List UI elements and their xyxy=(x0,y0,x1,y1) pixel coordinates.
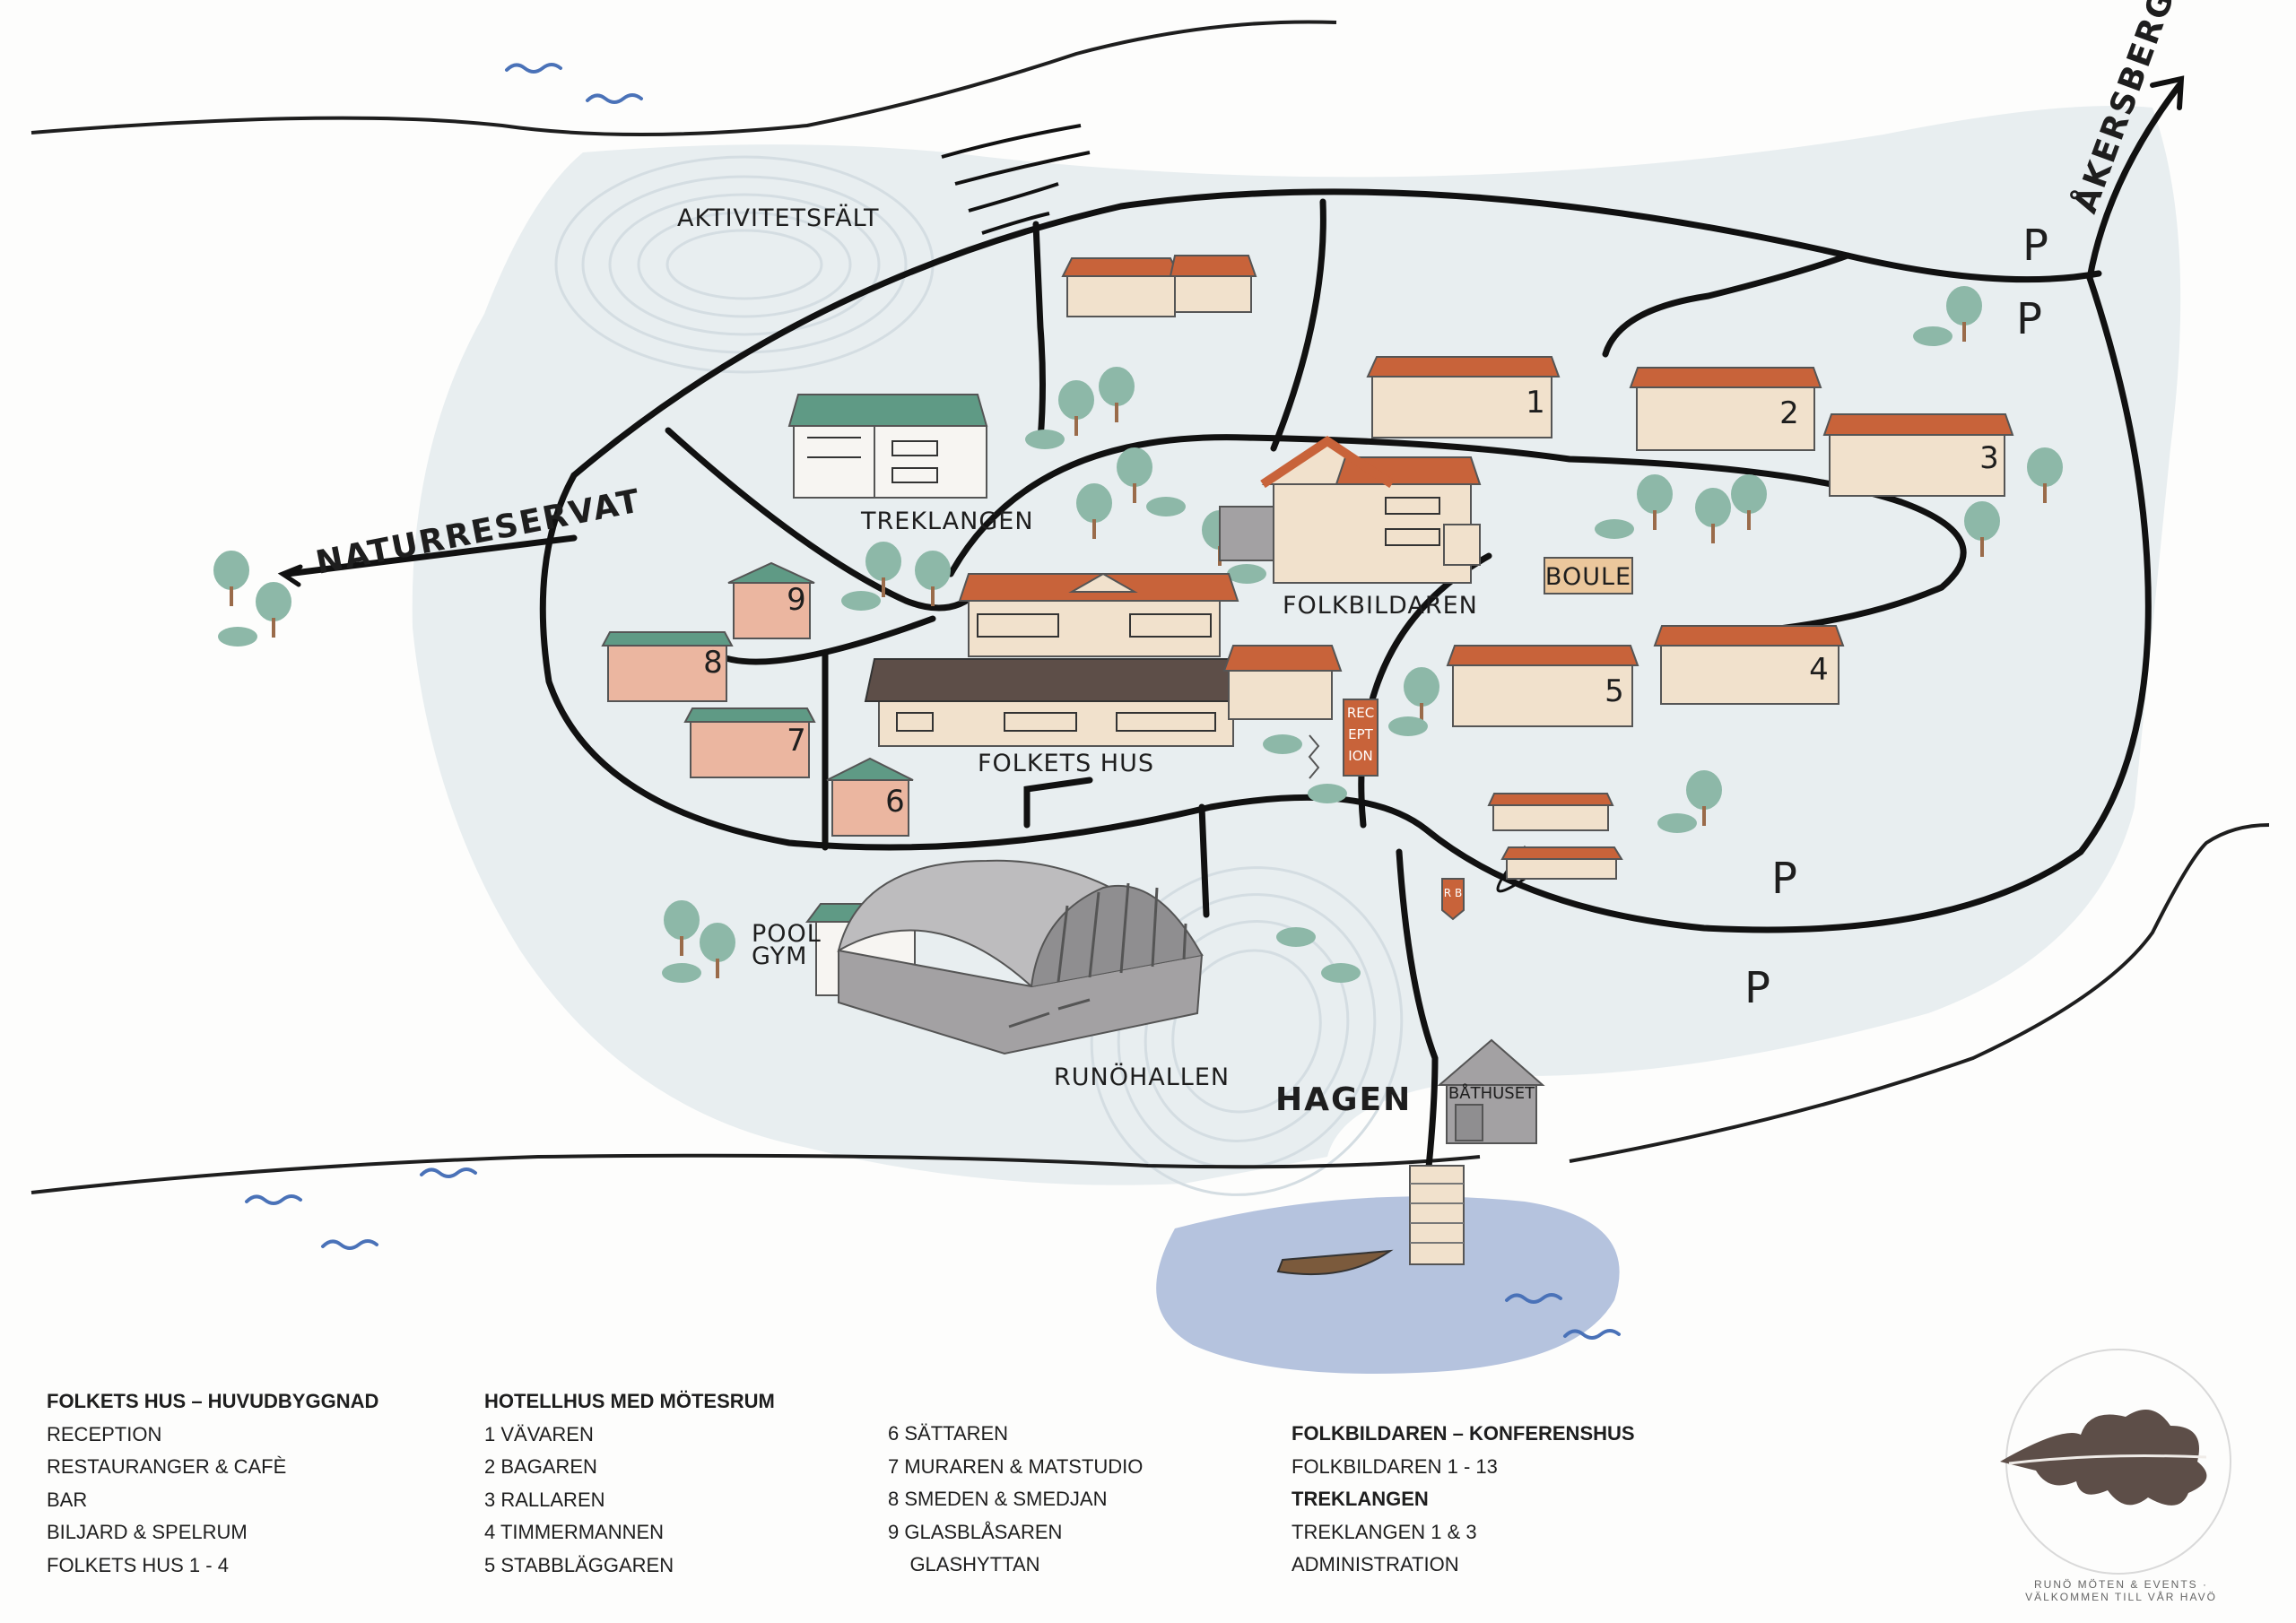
runohallen-building xyxy=(837,859,1205,1055)
hotel-house-3: 3 xyxy=(1822,413,2014,497)
legend-item: FOLKBILDAREN 1 - 13 xyxy=(1292,1454,1498,1478)
runohallen-label: RUNÖHALLEN xyxy=(1054,1063,1230,1091)
aktivitetsfalt-label: AKTIVITETSFÄLT xyxy=(677,204,880,232)
legend-heading: HOTELLHUS MED MÖTESRUM xyxy=(484,1390,775,1412)
legend-item: 1 VÄVAREN xyxy=(484,1422,594,1445)
road-network xyxy=(283,82,2183,1196)
boule-sign: BOULE xyxy=(1544,557,1633,595)
runo-logo xyxy=(2000,1349,2231,1575)
hagen-label: HAGEN xyxy=(1275,1081,1412,1118)
naturreservat-arrow xyxy=(277,564,303,587)
south-shoreline xyxy=(30,1153,1481,1194)
legend-item: RECEPTION xyxy=(47,1422,162,1445)
hotel-house-5: 5 xyxy=(1446,645,1639,727)
parking-markers: P P P P xyxy=(1744,221,2048,1013)
akersberga-arrow xyxy=(2150,75,2185,110)
hotel-number-5: 5 xyxy=(1605,673,1624,709)
pier xyxy=(1409,1165,1465,1265)
legend-item: 5 STABBLÄGGAREN xyxy=(484,1553,674,1576)
legend-item: BILJARD & SPELRUM xyxy=(47,1521,248,1543)
hotel-house-7: 7 xyxy=(683,707,816,778)
bathuset-label: BÅTHUSET xyxy=(1448,1083,1535,1103)
folkets-hus-label: FOLKETS HUS xyxy=(978,750,1154,777)
pool-label: POOL xyxy=(752,920,822,948)
hotel-number-6: 6 xyxy=(885,784,905,820)
legend-item: 4 TIMMERMANNEN xyxy=(484,1521,665,1543)
legend-heading: FOLKBILDAREN – KONFERENSHUS xyxy=(1292,1422,1635,1445)
parking-icon: P xyxy=(2016,294,2042,344)
hotel-number-1: 1 xyxy=(1526,385,1545,421)
legend-item: GLASHYTTAN xyxy=(888,1553,1040,1575)
hotel-house-9: 9 xyxy=(727,561,815,639)
legend-item: FOLKETS HUS 1 - 4 xyxy=(47,1553,229,1576)
reception-label-2: EPT xyxy=(1348,726,1374,742)
gym-label: GYM xyxy=(752,942,807,970)
hotel-number-2: 2 xyxy=(1779,395,1799,431)
hotel-number-9: 9 xyxy=(787,582,806,618)
bay-water xyxy=(1156,1196,1620,1374)
hotel-number-8: 8 xyxy=(703,645,723,681)
sheds-south xyxy=(1487,793,1623,880)
hotel-number-4: 4 xyxy=(1809,652,1829,688)
reception-label-3: ION xyxy=(1348,748,1372,764)
rowboat-icon xyxy=(1276,1249,1394,1276)
folkbildaren-building xyxy=(1219,435,1482,584)
folkets-hus-building xyxy=(864,572,1343,747)
boat-rack xyxy=(941,124,1091,235)
parking-icon: P xyxy=(2022,221,2048,271)
legend-item: 3 RALLAREN xyxy=(484,1488,605,1511)
rb-sign: R B xyxy=(1441,878,1465,921)
hotel-house-8: 8 xyxy=(601,631,734,702)
legend-item: 7 MURAREN & MATSTUDIO xyxy=(888,1454,1144,1478)
legend-item: 9 GLASBLÅSAREN xyxy=(888,1520,1063,1543)
rb-label: R B xyxy=(1444,887,1462,899)
bathuset-building: BÅTHUSET xyxy=(1437,1038,1545,1144)
legend-item: 8 SMEDEN & SMEDJAN xyxy=(888,1488,1108,1510)
legend-item: 6 SÄTTAREN xyxy=(888,1422,1009,1445)
hotel-number-3: 3 xyxy=(1979,440,1999,476)
legend-folkbildaren: FOLKBILDAREN – KONFERENSHUS FOLKBILDAREN… xyxy=(1292,1418,1635,1582)
reception-label-1: REC xyxy=(1347,705,1374,721)
parking-icon: P xyxy=(1771,854,1797,904)
legend-hotellhus: HOTELLHUS MED MÖTESRUM 1 VÄVAREN 2 BAGAR… xyxy=(484,1385,775,1582)
boule-label: BOULE xyxy=(1545,563,1631,591)
legend-item: BAR xyxy=(47,1488,88,1511)
hotel-house-1: 1 xyxy=(1366,356,1561,438)
reception-sign: REC EPT ION xyxy=(1308,699,1378,779)
treklangen-building xyxy=(787,394,988,499)
legend-folkets-hus: FOLKETS HUS – HUVUDBYGGNAD RECEPTION RES… xyxy=(47,1385,378,1582)
folkbildaren-label: FOLKBILDAREN xyxy=(1283,592,1478,620)
legend-hotellhus-continued: 6 SÄTTAREN 7 MURAREN & MATSTUDIO 8 SMEDE… xyxy=(888,1418,1143,1582)
hotel-house-2: 2 xyxy=(1629,367,1822,451)
north-shoreline xyxy=(30,20,1337,136)
treklangen-label: TREKLANGEN xyxy=(860,508,1034,535)
legend-item: RESTAURANGER & CAFÈ xyxy=(47,1455,287,1478)
parking-icon: P xyxy=(1744,963,1770,1013)
east-shoreline xyxy=(1569,823,2270,1163)
hotel-house-6: 6 xyxy=(826,757,914,837)
hotel-number-7: 7 xyxy=(787,723,806,759)
legend-item: 2 BAGAREN xyxy=(484,1455,597,1478)
logo-ring-text: RUNÖ MÖTEN & EVENTS · VÄLKOMMEN TILL VÅR… xyxy=(2025,1578,2217,1603)
legend-item: TREKLANGEN 1 & 3 xyxy=(1292,1520,1477,1543)
legend-heading: FOLKETS HUS – HUVUDBYGGNAD xyxy=(47,1390,379,1412)
legend-item: ADMINISTRATION xyxy=(1292,1553,1459,1575)
legend-heading: TREKLANGEN xyxy=(1292,1488,1429,1510)
storage-houses-north xyxy=(1061,255,1257,317)
hotel-house-4: 4 xyxy=(1653,625,1845,705)
